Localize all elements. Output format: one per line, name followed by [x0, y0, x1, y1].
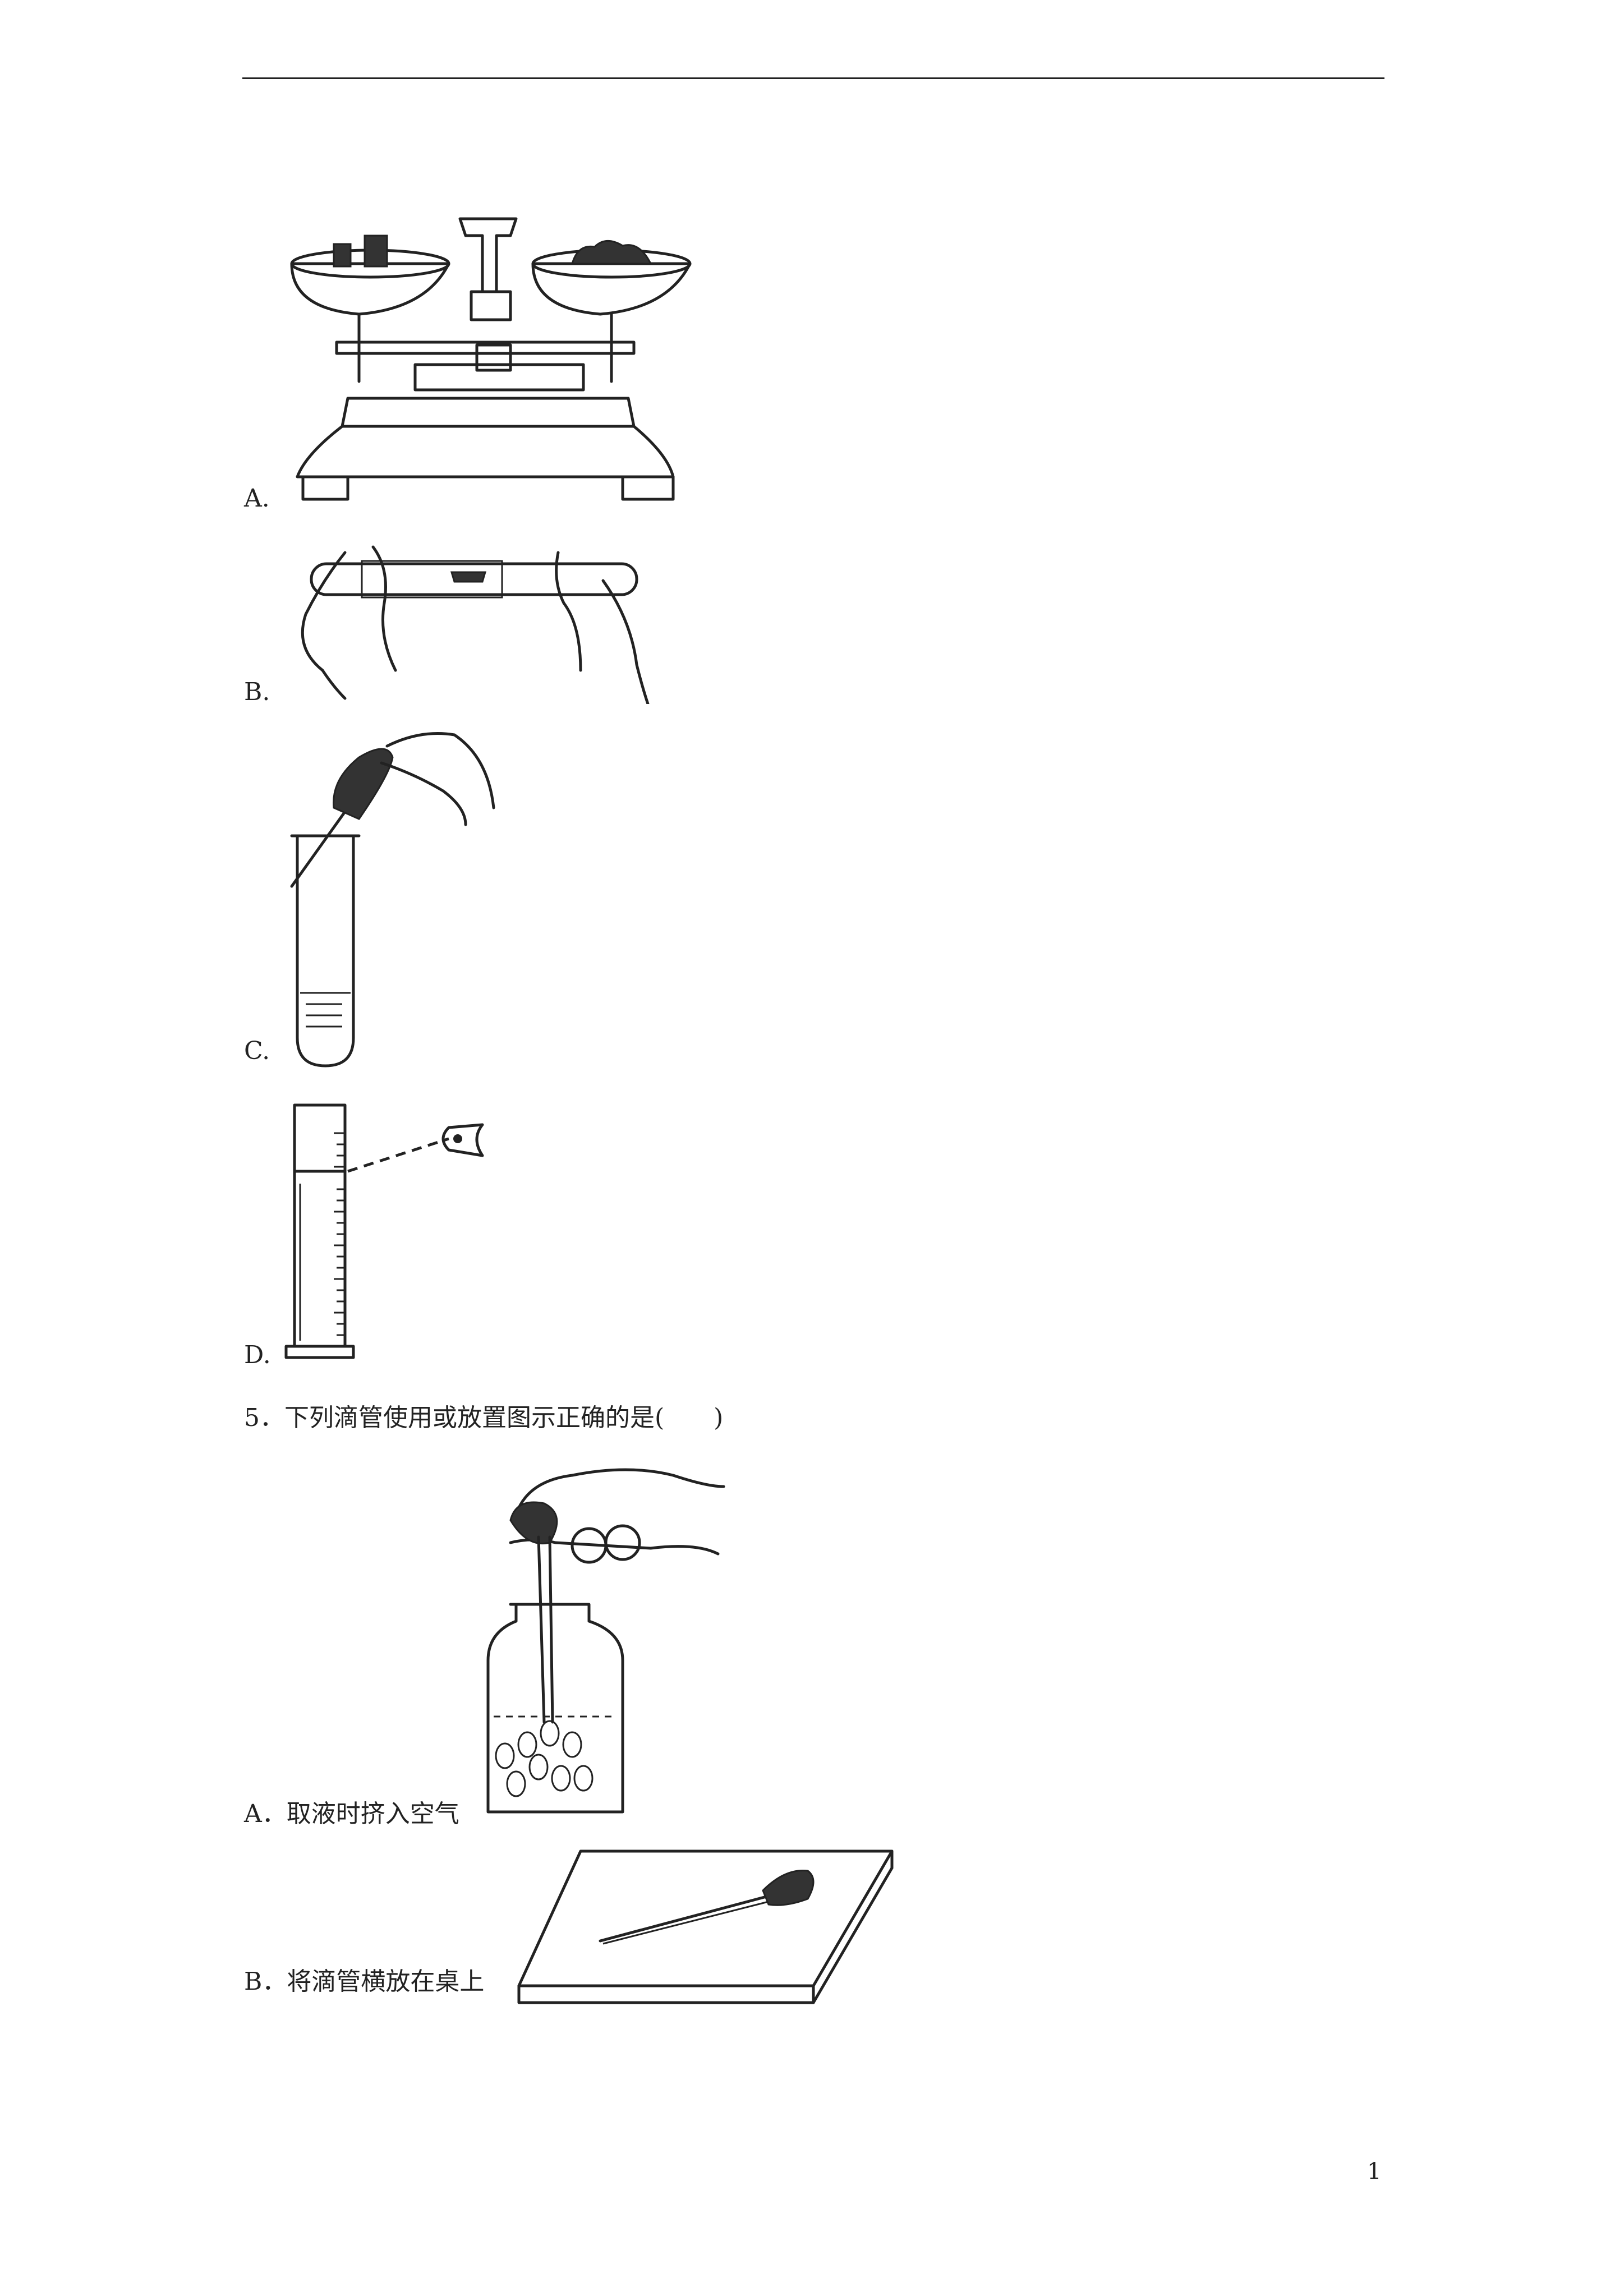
dropper-test-tube-figure — [280, 724, 516, 1071]
graduated-cylinder-figure — [280, 1099, 505, 1369]
dropper-bottle-figure — [482, 1453, 729, 1823]
question-5-stem: 5．下列滴管使用或放置图示正确的是( ) — [244, 1404, 724, 1432]
test-tube-holding-figure — [289, 536, 659, 704]
q4-option-c-label: C. — [244, 1037, 270, 1065]
q5-option-a-label: A．取液时挤入空气 — [244, 1800, 459, 1828]
header-rule — [242, 77, 1384, 79]
page-number: 1 — [1367, 2159, 1382, 2184]
balance-scale-figure — [280, 213, 696, 516]
q5-option-b-label: B．将滴管横放在桌上 — [244, 1967, 485, 1996]
q4-option-a-label: A. — [244, 484, 270, 513]
q4-option-d-label: D. — [244, 1341, 271, 1369]
dropper-table-figure — [516, 1846, 898, 2008]
q4-option-b-label: B. — [244, 678, 270, 706]
